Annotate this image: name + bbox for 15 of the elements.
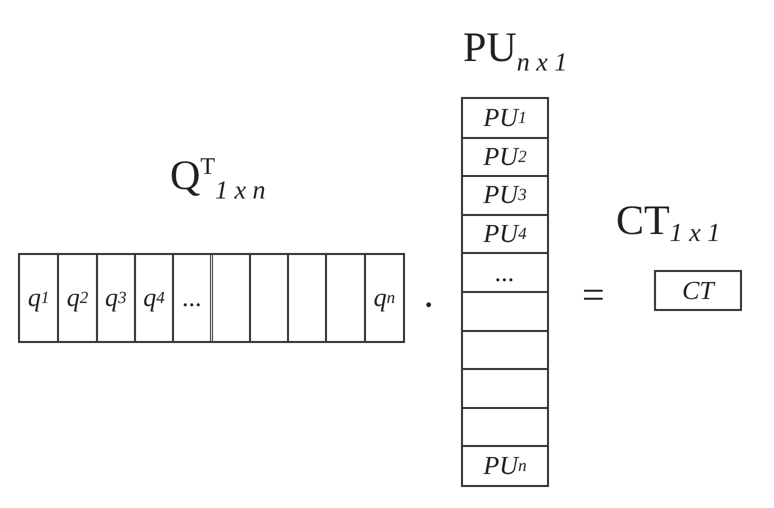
result-value: CT — [682, 276, 714, 306]
operator-symbol: · — [422, 285, 436, 325]
matrix-cell: ... — [463, 253, 547, 292]
empty-matrix-cell — [326, 255, 365, 341]
empty-matrix-cell — [463, 408, 547, 446]
empty-matrix-cell — [250, 255, 288, 341]
empty-matrix-cell — [212, 255, 250, 341]
matrix-label: CT$_{1 x 1}$ — [616, 200, 720, 246]
matrix-label: PU$_{n x 1}$ — [463, 27, 568, 76]
empty-matrix-cell — [463, 292, 547, 331]
empty-matrix-cell — [463, 369, 547, 408]
empty-matrix-cell — [463, 330, 547, 370]
operator-symbol: = — [582, 275, 605, 315]
matrix-cell: ... — [173, 255, 212, 341]
empty-matrix-cell — [288, 255, 326, 341]
